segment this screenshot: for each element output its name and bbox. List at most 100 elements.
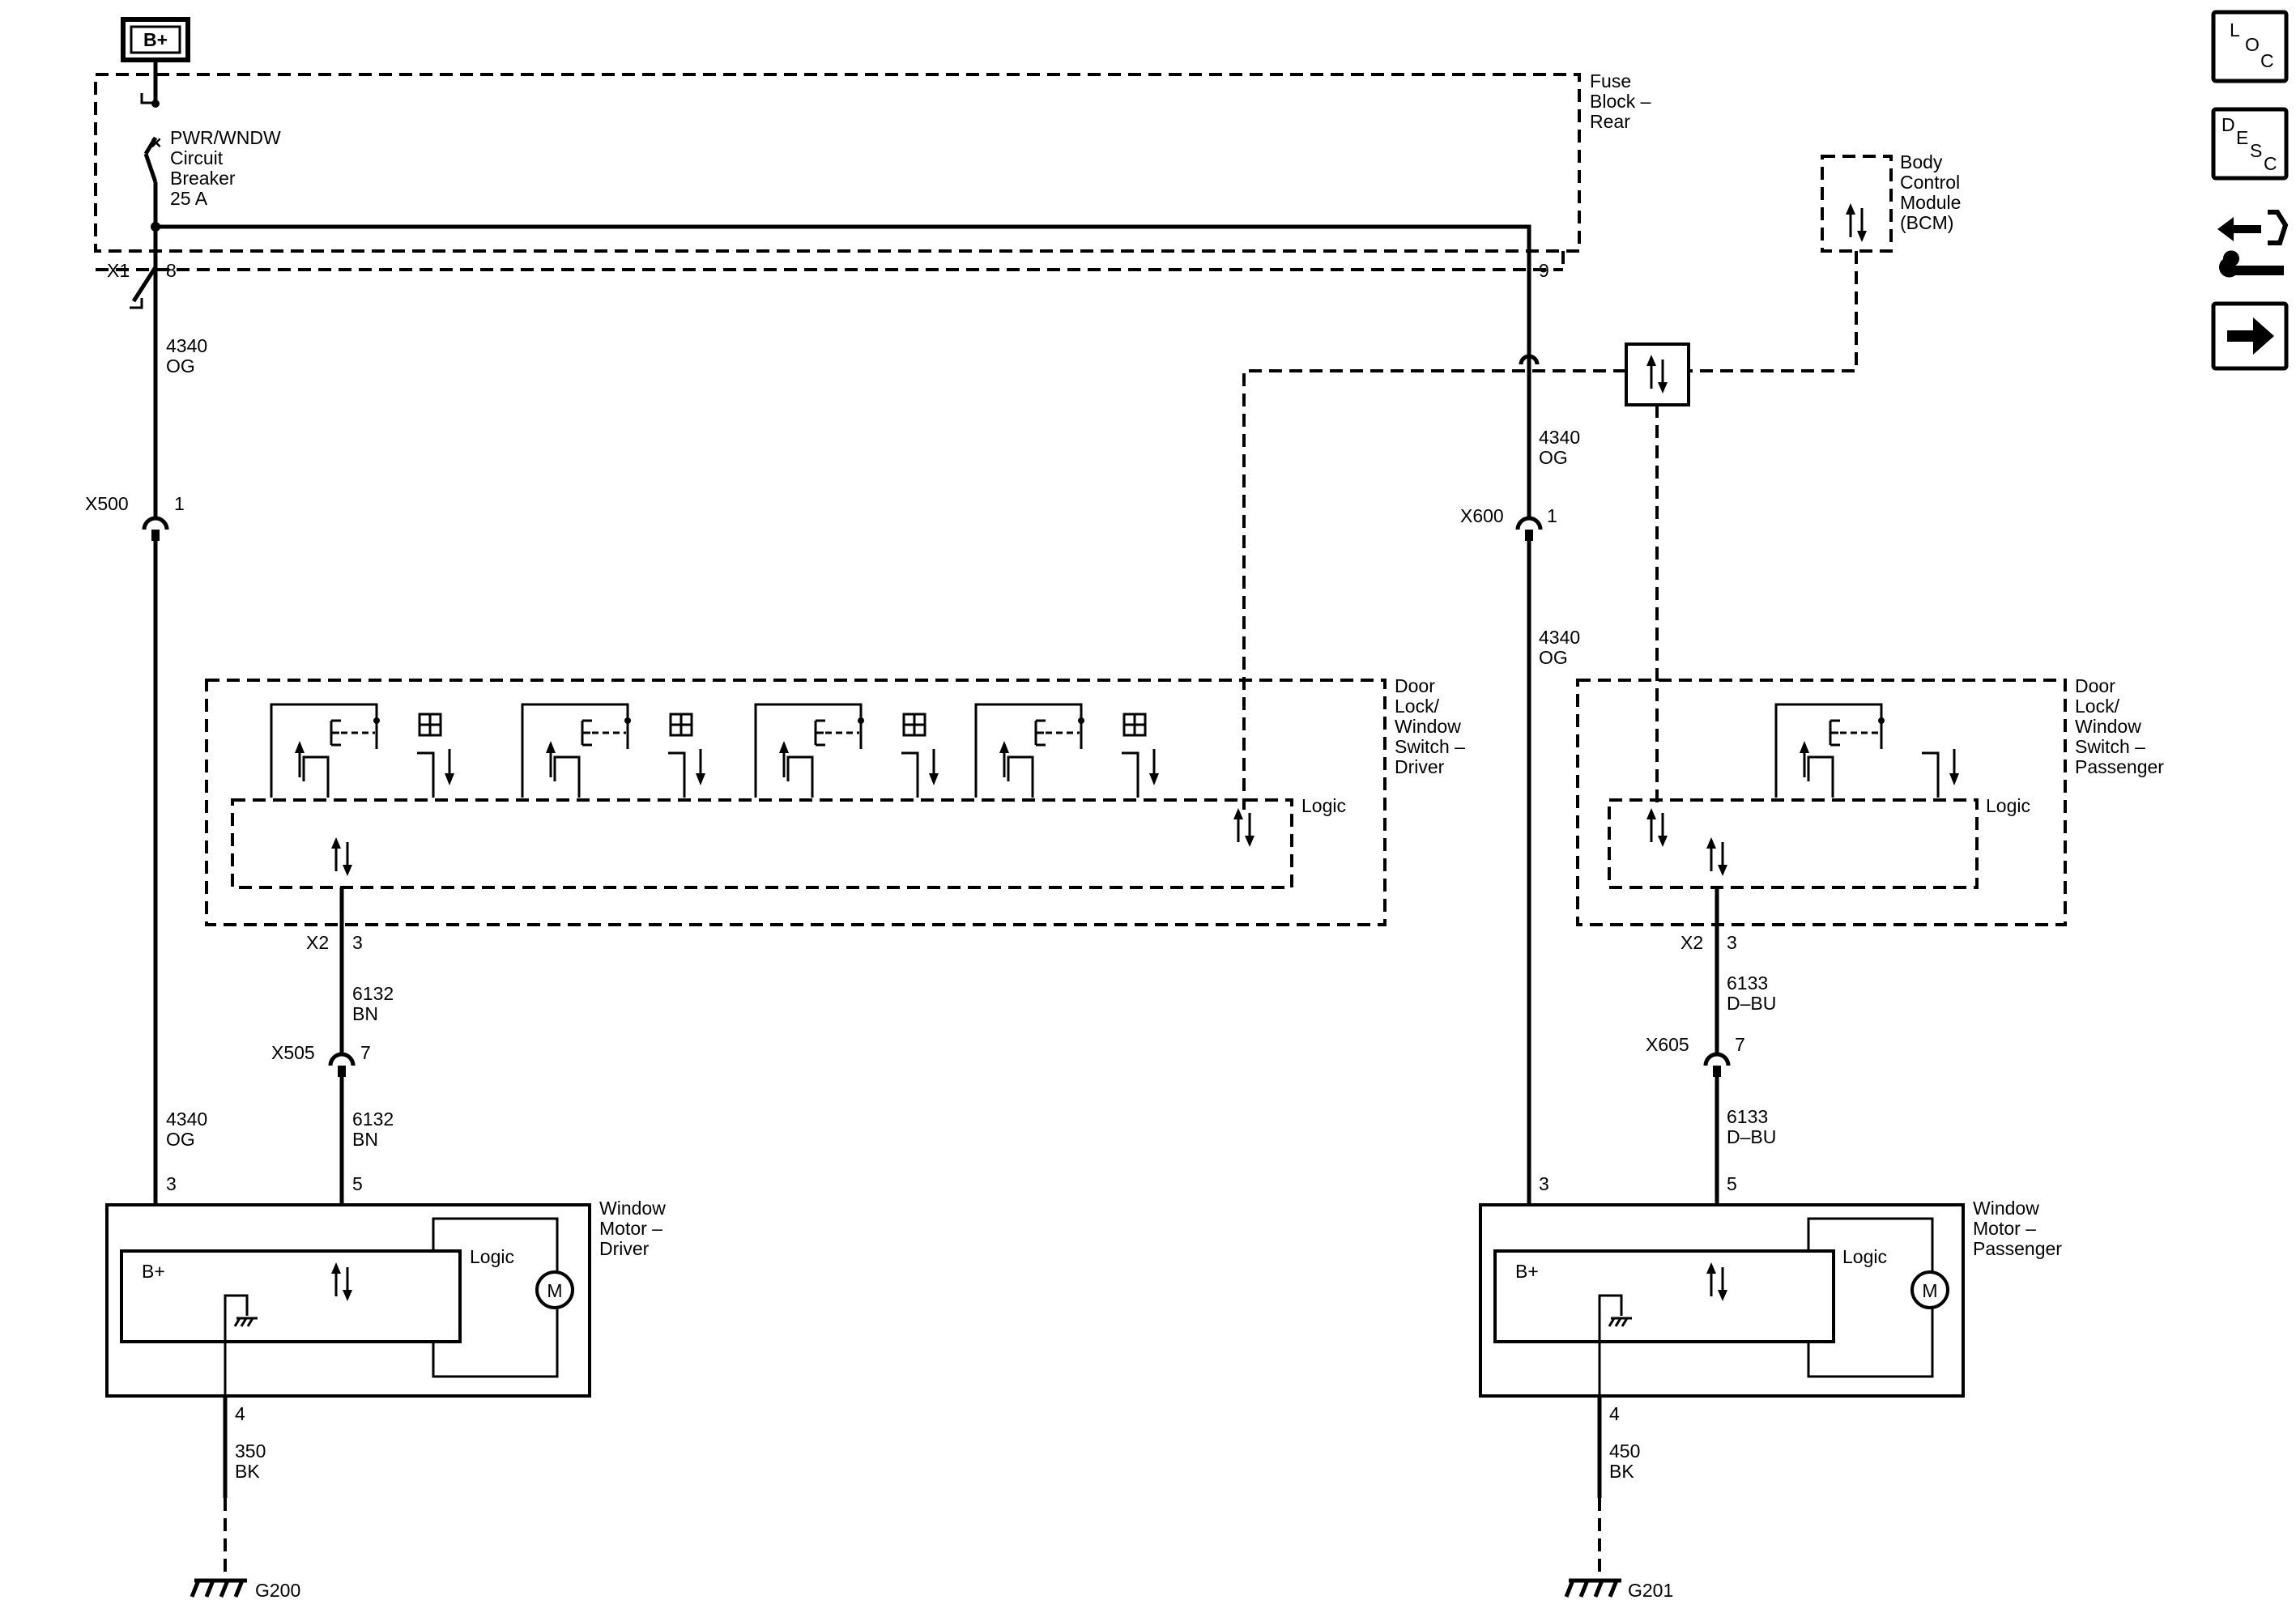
connector-x605-pin: 7	[1735, 1034, 1745, 1055]
svg-text:Breaker: Breaker	[170, 168, 236, 189]
connector-x500-symbol	[144, 518, 167, 541]
svg-text:Control: Control	[1900, 172, 1960, 193]
svg-text:Door: Door	[2075, 675, 2115, 696]
wire-bn-b-id: 6132	[352, 1108, 394, 1130]
connector-x600-symbol	[1518, 518, 1540, 541]
driver-motor-m: M	[547, 1280, 562, 1301]
wire-gnd-left-id: 350	[235, 1440, 266, 1462]
passenger-switch-logic-label: Logic	[1986, 795, 2030, 816]
fuse-connector-pin-right: 9	[1539, 260, 1549, 281]
driver-switch-data-icon-left	[330, 836, 354, 878]
wire-dbu-a-id: 6133	[1727, 972, 1768, 994]
svg-text:E: E	[2236, 127, 2248, 148]
arrow-right-icon	[2227, 317, 2274, 355]
driver-motor-pin-b: 5	[352, 1173, 363, 1194]
svg-text:Driver: Driver	[1395, 756, 1445, 777]
svg-text:Passenger: Passenger	[1973, 1238, 2062, 1259]
svg-text:Body: Body	[1900, 151, 1943, 172]
wire-dbu-b-color: D–BU	[1727, 1126, 1776, 1147]
passenger-motor-logic-box	[1493, 1249, 1835, 1343]
wire-dbu-a-color: D–BU	[1727, 993, 1776, 1014]
driver-switch-logic-label: Logic	[1301, 795, 1346, 816]
driver-switch-contact-2	[521, 703, 707, 799]
fuse-block-outline	[94, 73, 1581, 253]
passenger-motor-pin-a: 3	[1539, 1173, 1549, 1194]
connector-x605-symbol	[1706, 1054, 1728, 1077]
location-button[interactable]: L O C	[2211, 10, 2289, 83]
passenger-motor-logic-label: Logic	[1842, 1246, 1887, 1267]
svg-text:Window: Window	[1973, 1198, 2039, 1219]
bcm-outline	[1821, 155, 1893, 253]
ground-g200-icon	[192, 1581, 247, 1597]
wire-gnd-right-color: BK	[1609, 1461, 1634, 1482]
svg-text:Window: Window	[2075, 716, 2141, 737]
wire-gnd-left-color: BK	[235, 1461, 260, 1482]
svg-text:×: ×	[151, 132, 161, 153]
passenger-switch-outline	[1576, 679, 2067, 926]
svg-text:Motor –: Motor –	[599, 1218, 662, 1239]
connector-x600-name: X600	[1460, 505, 1504, 526]
service-tool-button[interactable]	[2209, 206, 2290, 279]
passenger-motor-label: Window Motor – Passenger	[1973, 1198, 2062, 1259]
svg-text:Fuse: Fuse	[1590, 70, 1631, 91]
svg-text:(BCM): (BCM)	[1900, 212, 1953, 233]
serial-data-splice	[1625, 343, 1690, 406]
svg-text:Rear: Rear	[1590, 111, 1630, 132]
svg-text:Block –: Block –	[1590, 91, 1651, 112]
description-button[interactable]: D E S C	[2211, 107, 2289, 181]
connector-x2-right-pin: 3	[1727, 932, 1737, 953]
wire-og-top-color: OG	[166, 355, 195, 377]
driver-motor-logic-label: Logic	[470, 1246, 514, 1267]
wire-og-left-low-id: 4340	[166, 1108, 207, 1130]
svg-text:Motor –: Motor –	[1973, 1218, 2036, 1239]
svg-text:Circuit: Circuit	[170, 147, 224, 168]
wire-bn-a-color: BN	[352, 1003, 378, 1024]
driver-motor-icon	[535, 1270, 574, 1309]
svg-text:Switch –: Switch –	[1395, 736, 1465, 757]
ground-g201-label: G201	[1628, 1580, 1673, 1601]
svg-text:PWR/WNDW: PWR/WNDW	[170, 127, 281, 148]
svg-text:25 A: 25 A	[170, 188, 208, 209]
connector-x505-name: X505	[271, 1042, 315, 1063]
connector-x500-pin: 1	[174, 493, 185, 514]
svg-text:Switch –: Switch –	[2075, 736, 2145, 757]
driver-switch-contact-3	[754, 703, 940, 799]
wire-og-top-id: 4340	[166, 335, 207, 356]
connector-x605-name: X605	[1646, 1034, 1689, 1055]
wire-dbu-b-id: 6133	[1727, 1106, 1768, 1127]
power-label: B+	[143, 29, 168, 50]
svg-text:Window: Window	[599, 1198, 666, 1219]
wire-bn-a-id: 6132	[352, 983, 394, 1004]
svg-text:O: O	[2245, 34, 2260, 55]
svg-text:Door: Door	[1395, 675, 1435, 696]
connector-x2-left-name: X2	[306, 932, 329, 953]
svg-text:Window: Window	[1395, 716, 1461, 737]
wire-og-right-a-color: OG	[1539, 447, 1568, 468]
driver-motor-pin-gnd: 4	[235, 1403, 245, 1424]
wire-og-right-b-id: 4340	[1539, 627, 1580, 648]
wire-og-left-low-color: OG	[166, 1129, 195, 1150]
driver-motor-pin-a: 3	[166, 1173, 177, 1194]
driver-motor-bplus: B+	[142, 1261, 165, 1282]
passenger-motor-icon	[1910, 1270, 1949, 1309]
og-bus-wire	[155, 224, 1531, 364]
fuse-connector-symbol	[130, 227, 158, 518]
wire-bn-b-color: BN	[352, 1129, 378, 1150]
driver-motor-label: Window Motor – Driver	[599, 1198, 666, 1259]
connector-x2-right-name: X2	[1680, 932, 1703, 953]
driver-switch-data-icon-right	[1232, 806, 1256, 849]
driver-motor-logic-box	[120, 1249, 462, 1343]
passenger-switch-data-icon-left	[1645, 806, 1669, 849]
bcm-data-icon	[1844, 202, 1868, 244]
svg-text:C: C	[2260, 50, 2274, 71]
svg-text:Lock/: Lock/	[2075, 696, 2120, 717]
passenger-switch-data-icon-right	[1705, 836, 1729, 878]
next-page-button[interactable]	[2211, 301, 2289, 371]
svg-text:Lock/: Lock/	[1395, 696, 1440, 717]
passenger-motor-pin-b: 5	[1727, 1173, 1737, 1194]
connector-x500-name: X500	[85, 493, 129, 514]
connector-x600-pin: 1	[1547, 505, 1557, 526]
passenger-switch-label: Door Lock/ Window Switch – Passenger	[2075, 675, 2164, 777]
passenger-motor-bplus: B+	[1515, 1261, 1539, 1282]
